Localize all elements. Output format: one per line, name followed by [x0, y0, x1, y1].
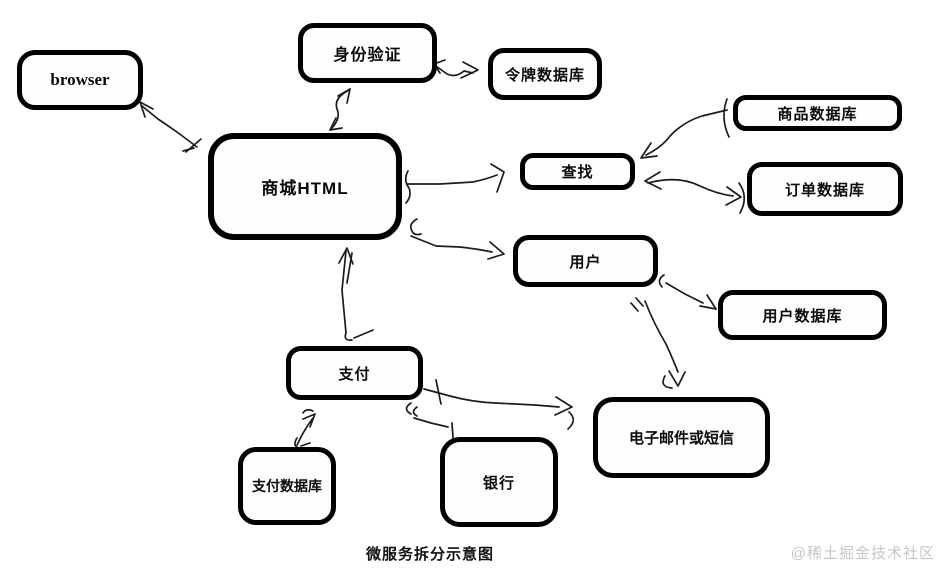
node-payment-db: 支付数据库	[238, 447, 336, 525]
node-product-db-label: 商品数据库	[777, 105, 858, 123]
arrow-browser-mall	[139, 101, 202, 153]
node-user: 用户	[513, 235, 658, 287]
node-auth-label: 身份验证	[333, 47, 402, 64]
node-product-db: 商品数据库	[733, 95, 902, 131]
node-token-db: 令牌数据库	[488, 48, 602, 100]
arrow-auth-tokendb	[433, 59, 479, 79]
node-mall-html-label: 商城HTML	[261, 179, 349, 198]
arrow-mall-auth	[329, 88, 351, 131]
node-user-label: 用户	[569, 253, 602, 271]
node-browser-label: browser	[50, 70, 110, 89]
node-payment: 支付	[286, 346, 423, 400]
node-mall-html: 商城HTML	[208, 133, 402, 240]
node-email-sms: 电子邮件或短信	[593, 397, 770, 478]
arrow-user-userdb	[658, 274, 717, 310]
arrow-payment-emailsms	[423, 379, 575, 430]
node-token-db-label: 令牌数据库	[504, 66, 585, 84]
arrow-user-emailsms	[630, 297, 686, 389]
node-user-db: 用户数据库	[718, 290, 887, 340]
node-auth: 身份验证	[298, 23, 437, 83]
node-payment-label: 支付	[338, 365, 371, 383]
node-payment-db-label: 支付数据库	[252, 478, 322, 494]
arrow-mall-user	[409, 218, 505, 260]
node-email-sms-label: 电子邮件或短信	[628, 430, 734, 447]
watermark-text: @稀土掘金技术社区	[790, 545, 935, 562]
node-user-db-label: 用户数据库	[762, 307, 843, 325]
node-order-db: 订单数据库	[747, 162, 903, 216]
arrow-payment-mall	[338, 247, 374, 341]
arrow-mall-search	[404, 163, 505, 204]
arrow-search-orderdb	[644, 171, 746, 214]
node-browser: browser	[17, 50, 143, 110]
diagram-caption: 微服务拆分示意图	[365, 546, 494, 563]
node-search: 查找	[520, 153, 635, 190]
arrow-payment-bank	[405, 402, 454, 439]
node-order-db-label: 订单数据库	[784, 181, 865, 199]
arrow-payment-paymentdb	[294, 409, 316, 449]
node-bank-label: 银行	[482, 474, 515, 492]
node-search-label: 查找	[561, 164, 594, 181]
node-bank: 银行	[440, 437, 558, 527]
arrow-search-productdb	[640, 98, 730, 159]
